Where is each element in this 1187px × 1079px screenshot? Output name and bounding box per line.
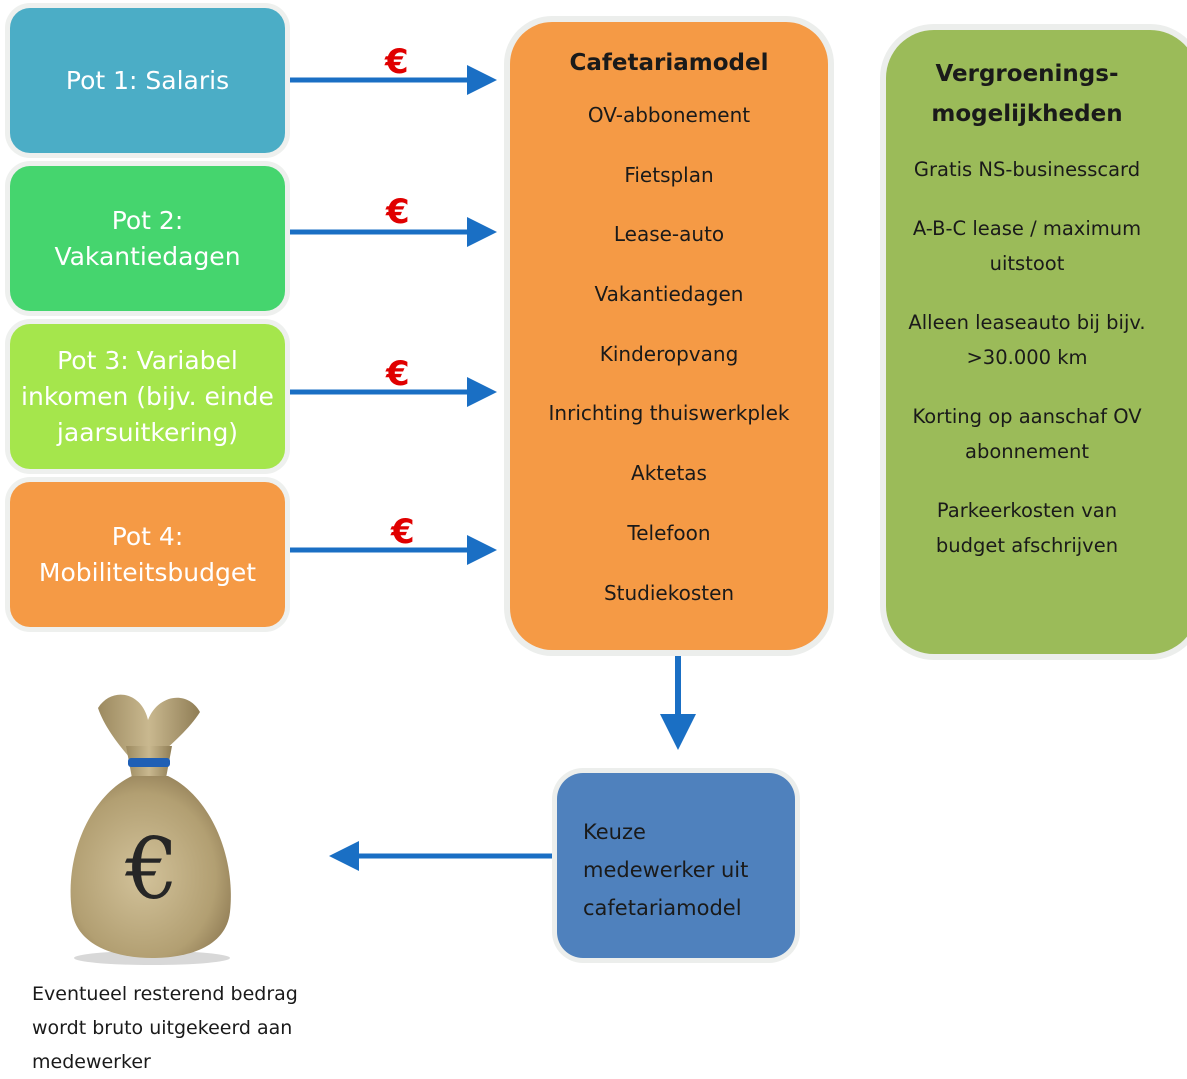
caption-line-2: wordt bruto uitgekeerd aan xyxy=(32,1017,293,1039)
pot-2-line-2: Vakantiedagen xyxy=(54,241,241,271)
pot-4-line-1: Pot 4: xyxy=(111,521,184,551)
keuze-line-1: Keuze xyxy=(583,819,646,844)
vergroening-item: Alleen leaseauto bij bijv. >30.000 km xyxy=(886,305,1168,375)
vergroening-item: Parkeerkosten van budget afschrijven xyxy=(886,493,1168,563)
pot-3-line-2: inkomen (bijv. einde xyxy=(21,381,274,411)
vergroening-item-line: Gratis NS-businesscard xyxy=(913,158,1141,181)
money-bag-icon: € xyxy=(70,694,231,965)
keuze-text: Keuze medewerker uit cafetariamodel xyxy=(583,813,748,927)
cafetaria-item: Studiekosten xyxy=(603,580,735,605)
keuze-line-3: cafetariamodel xyxy=(583,895,742,920)
vergroening-item-line: Alleen leaseauto bij bijv. xyxy=(908,311,1146,334)
pot-1-line: Pot 1: Salaris xyxy=(65,65,230,95)
cafetaria-item: OV-abbonement xyxy=(587,103,751,127)
vergroening-item-line: A-B-C lease / maximum xyxy=(912,217,1142,240)
vergroening-item-line: uitstoot xyxy=(989,252,1065,275)
vergroening-item-line: Korting op aanschaf OV xyxy=(912,405,1142,428)
vergroening-item-line: budget afschrijven xyxy=(935,534,1119,557)
cafetaria-item: Telefoon xyxy=(627,520,711,545)
pot-4-mobiliteitsbudget-box: Pot 4: Mobiliteitsbudget xyxy=(10,482,285,627)
euro-sign-4: € xyxy=(391,512,415,552)
pot-3-variabel-inkomen-box: Pot 3: Variabel inkomen (bijv. einde jaa… xyxy=(10,324,285,469)
keuze-medewerker-box: Keuze medewerker uit cafetariamodel xyxy=(557,773,795,958)
resterend-bedrag-caption: Eventueel resterend bedrag wordt bruto u… xyxy=(32,977,352,1079)
cafetariamodel-box: Cafetariamodel OV-abbonement Fietsplan L… xyxy=(510,22,828,650)
vergroening-list: Gratis NS-businesscard A-B-C lease / max… xyxy=(886,152,1187,563)
pot-4-line-2: Mobiliteitsbudget xyxy=(38,557,257,587)
vergroening-item: Gratis NS-businesscard xyxy=(886,152,1168,187)
vergroening-item-line: abonnement xyxy=(965,440,1089,463)
euro-sign-3: € xyxy=(386,354,410,394)
vergroening-item-line: >30.000 km xyxy=(966,346,1088,369)
vergroening-title-line-1: Vergroenings- xyxy=(935,61,1119,87)
cafetaria-item: Fietsplan xyxy=(624,162,714,187)
vergroening-title-line-2: mogelijkheden xyxy=(931,101,1123,127)
caption-line-1: Eventueel resterend bedrag xyxy=(32,983,298,1005)
pot-3-line-3: jaarsuitkering) xyxy=(56,417,239,447)
vergroening-item: A-B-C lease / maximum uitstoot xyxy=(886,211,1168,281)
cafetariamodel-list: OV-abbonement Fietsplan Lease-auto Vakan… xyxy=(510,86,828,623)
caption-line-3: medewerker xyxy=(32,1051,151,1073)
cafetaria-item: Inrichting thuiswerkplek xyxy=(548,401,790,426)
money-bag-euro-symbol: € xyxy=(124,820,178,918)
cafetaria-item: Aktetas xyxy=(631,461,707,486)
euro-sign-1: € xyxy=(385,42,409,82)
euro-sign-2: € xyxy=(386,192,410,232)
vergroening-item: Korting op aanschaf OV abonnement xyxy=(886,399,1168,469)
cafetaria-item: Lease-auto xyxy=(613,222,725,247)
keuze-line-2: medewerker uit xyxy=(583,857,749,882)
vergroening-item-line: Parkeerkosten van xyxy=(936,499,1118,522)
pot-2-vakantiedagen-box: Pot 2: Vakantiedagen xyxy=(10,166,285,311)
cafetaria-item: Kinderopvang xyxy=(599,341,739,366)
vergroening-title: Vergroenings- mogelijkheden xyxy=(886,54,1187,134)
pot-1-salaris-box: Pot 1: Salaris xyxy=(10,8,285,153)
pot-2-line-1: Pot 2: xyxy=(111,205,184,235)
cafetaria-item: Vakantiedagen xyxy=(594,282,744,307)
pot-3-line-1: Pot 3: Variabel xyxy=(57,345,238,375)
cafetariamodel-title: Cafetariamodel xyxy=(569,50,769,76)
vergroeningsmogelijkheden-box: Vergroenings- mogelijkheden Gratis NS-bu… xyxy=(886,30,1187,654)
